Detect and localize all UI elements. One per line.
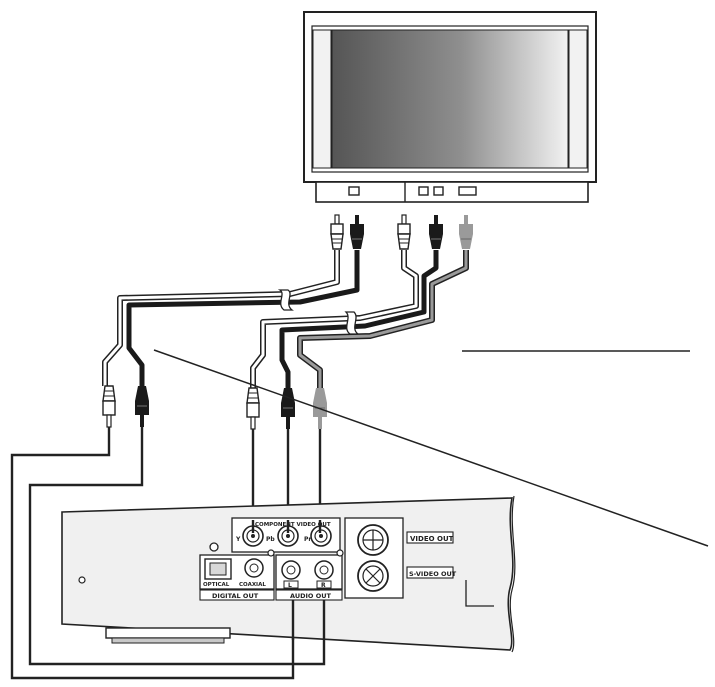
tv-left-bezel xyxy=(312,29,332,169)
dvd-player-rear-panel: COMPONENT VIDEO OUT Y Pb Pr xyxy=(61,495,516,653)
black-plug xyxy=(350,215,364,249)
component-pr-jack xyxy=(310,525,332,547)
component-pb-jack xyxy=(277,525,299,547)
screw-hole xyxy=(209,542,219,552)
y-label: Y xyxy=(235,536,241,543)
tv-input-jack xyxy=(458,186,477,196)
svideo-out-jack xyxy=(357,560,389,592)
television xyxy=(303,11,597,203)
tv-plugs xyxy=(330,214,473,250)
gray-plug xyxy=(459,215,473,249)
component-video-out-label: COMPONENT VIDEO OUT xyxy=(255,522,331,528)
audio-out-label-box xyxy=(275,589,343,601)
player-plugs xyxy=(102,385,327,430)
svideo-out-label-box xyxy=(406,566,454,579)
audio-l-label: L xyxy=(288,582,292,589)
screw-hole xyxy=(78,576,86,584)
tv-base xyxy=(315,181,589,203)
video-out-label: VIDEO OUT xyxy=(410,535,454,543)
audio-r-label: R xyxy=(321,582,326,589)
video-out-label-box xyxy=(406,531,454,544)
tv-input-jack xyxy=(418,186,429,196)
audio-l-jack xyxy=(281,560,301,580)
black-plug xyxy=(281,388,295,429)
tv-right-bezel xyxy=(568,29,588,169)
white-plug xyxy=(330,214,344,250)
tv-input-jack xyxy=(433,186,444,196)
white-plug xyxy=(246,387,260,430)
white-plug xyxy=(397,214,411,250)
tv-screen xyxy=(331,29,569,169)
component-cable-bundle xyxy=(250,250,469,388)
video-out-jack xyxy=(357,524,389,556)
player-foot xyxy=(105,627,231,639)
svideo-out-label: S-VIDEO OUT xyxy=(409,570,457,578)
leader-lines xyxy=(153,349,709,547)
coaxial-jack xyxy=(244,558,264,578)
black-plug xyxy=(429,215,443,249)
cable-break-marks xyxy=(277,289,360,335)
audio-out-label: AUDIO OUT xyxy=(290,592,332,600)
pointer-line xyxy=(153,349,709,547)
black-plug xyxy=(135,386,149,427)
tv-input-jack xyxy=(348,186,360,196)
pr-label: Pr xyxy=(304,536,311,543)
optical-label: OPTICAL xyxy=(203,582,230,588)
gray-plug xyxy=(313,388,327,429)
audio-r-jack xyxy=(314,560,334,580)
coaxial-label: COAXIAL xyxy=(239,582,266,588)
white-plug xyxy=(102,385,116,428)
audio-cable-pair xyxy=(102,250,360,386)
component-cable-pb xyxy=(279,250,439,388)
digital-out-label-box xyxy=(199,589,275,601)
wire-terminations xyxy=(251,520,326,640)
audio-cable-black xyxy=(126,250,360,386)
pb-label: Pb xyxy=(266,536,275,543)
digital-out-label: DIGITAL OUT xyxy=(212,592,259,600)
